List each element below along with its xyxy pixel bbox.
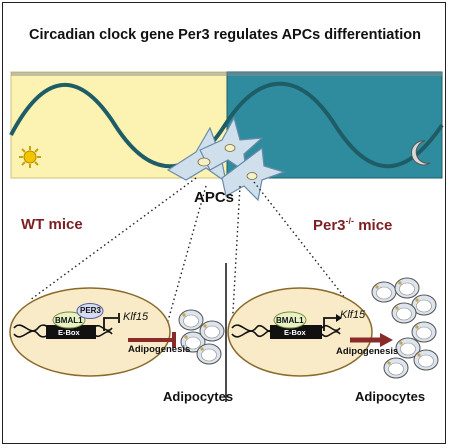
per3-ko-mice-label: Per3-/- mice [313, 216, 392, 234]
figure-title: Circadian clock gene Per3 regulates APCs… [29, 27, 421, 43]
adipocyte-icon [371, 277, 439, 379]
klf15-right-label: Klf15 [340, 309, 366, 321]
connector-lines [29, 177, 346, 336]
adipocytes-right-label: Adipocytes [355, 389, 426, 404]
circadian-wave [9, 81, 444, 169]
moon-icon [411, 140, 431, 166]
wt-mice-label: WT mice [21, 216, 83, 233]
per3-protein [76, 303, 104, 319]
bmal1-left [52, 311, 86, 329]
apc-cell-icon [166, 116, 286, 202]
bmal1-right-label: BMAL1 [276, 316, 304, 325]
per3-protein-label: PER3 [80, 306, 101, 315]
adipogenesis-left-label: Adipogenesis [128, 344, 191, 355]
klf15-left-label: Klf15 [123, 311, 149, 323]
ko-genotype-superscript: -/- [345, 216, 355, 226]
adipogenesis-right-label: Adipogenesis [336, 346, 399, 357]
adipocytes-left-label: Adipocytes [163, 389, 234, 404]
ebox-right-label: E-Box [284, 328, 306, 337]
ebox-left-label: E-Box [58, 328, 80, 337]
sun-icon [19, 146, 41, 168]
promoter-arrow-right [323, 317, 340, 331]
bmal1-right [273, 311, 307, 329]
bmal1-left-label: BMAL1 [55, 316, 83, 325]
ebox-left [46, 325, 96, 339]
ko-suffix-text: mice [354, 217, 393, 234]
apcs-label: APCs [194, 189, 235, 206]
adipocyte-icon [178, 309, 225, 365]
promoter-arrow-left [103, 317, 118, 331]
ebox-right [270, 325, 322, 339]
ko-gene-text: Per3 [313, 217, 346, 234]
